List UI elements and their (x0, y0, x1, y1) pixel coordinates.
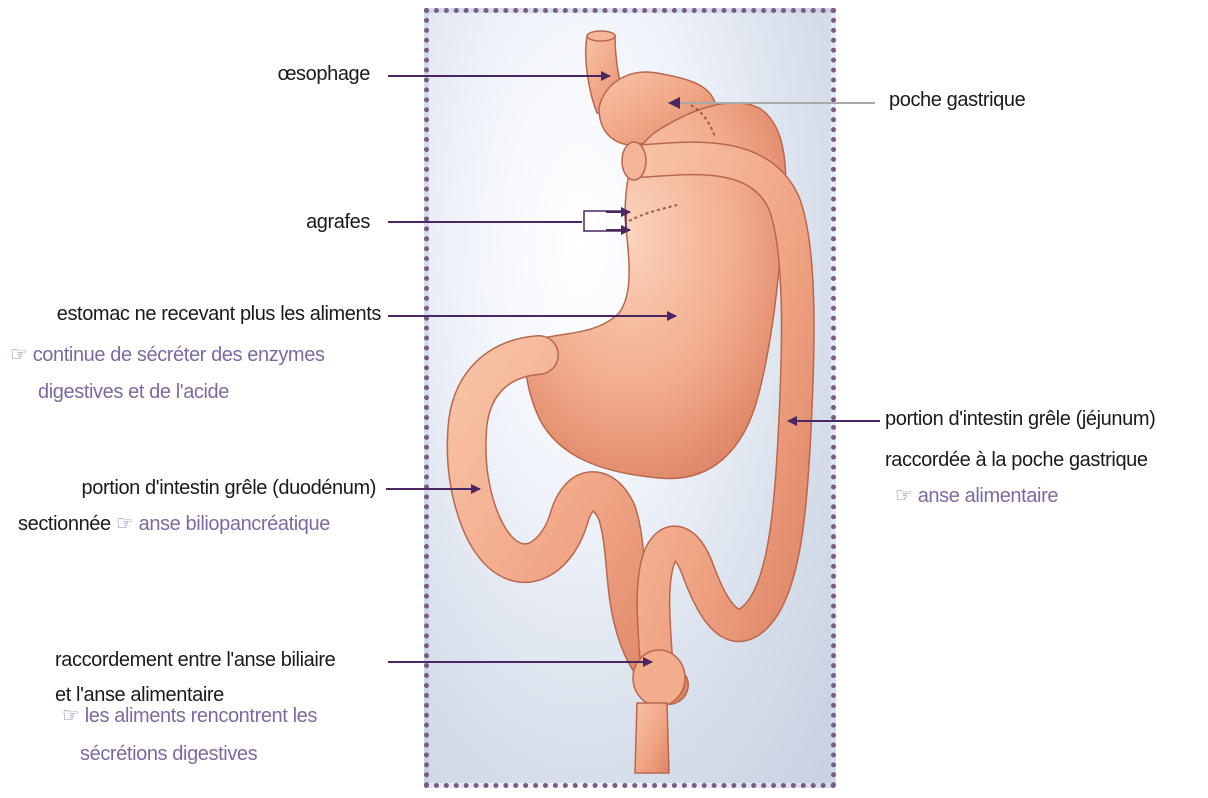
duodenum-sectionnee: sectionnée (18, 513, 111, 535)
pointing-hand-icon: ☞ (10, 344, 28, 366)
note-text: les aliments rencontrent les (85, 705, 317, 727)
label-duodenum-line1: portion d'intestin grêle (duodénum) (0, 476, 376, 501)
note-text: anse alimentaire (918, 485, 1058, 507)
note-jejunum: ☞ anse alimentaire (895, 484, 1058, 509)
gastric-bypass-illustration (429, 13, 831, 783)
note-estomac-line1: ☞ continue de sécréter des enzymes (10, 343, 325, 368)
label-jejunum-line1: portion d'intestin grêle (jéjunum) (885, 407, 1155, 432)
label-poche-gastrique: poche gastrique (889, 88, 1025, 113)
label-duodenum-line2: sectionnée ☞ anse biliopancréatique (18, 512, 330, 537)
note-text: continue de sécréter des enzymes (33, 344, 325, 366)
label-jejunum-line2: raccordée à la poche gastrique (885, 448, 1148, 473)
alimentary-limb-end (622, 142, 646, 180)
note-raccordement-line2: sécrétions digestives (80, 742, 257, 767)
diagram-panel (424, 8, 836, 788)
anastomosis-junction (633, 650, 685, 706)
common-channel (635, 703, 669, 773)
pointing-hand-icon: ☞ (116, 513, 134, 535)
staples-marker (584, 211, 626, 231)
label-agrafes: agrafes (200, 210, 370, 235)
label-oesophage: œsophage (200, 62, 370, 87)
pointing-hand-icon: ☞ (62, 705, 80, 727)
note-raccordement-line1: ☞ les aliments rencontrent les (62, 704, 317, 729)
label-raccordement-line1: raccordement entre l'anse biliaire (55, 648, 335, 673)
label-estomac: estomac ne recevant plus les aliments (0, 302, 381, 327)
oesophagus-top (587, 31, 615, 41)
note-estomac-line2: digestives et de l'acide (38, 380, 229, 405)
duodenum-note: anse biliopancréatique (139, 513, 330, 535)
pointing-hand-icon: ☞ (895, 485, 913, 507)
